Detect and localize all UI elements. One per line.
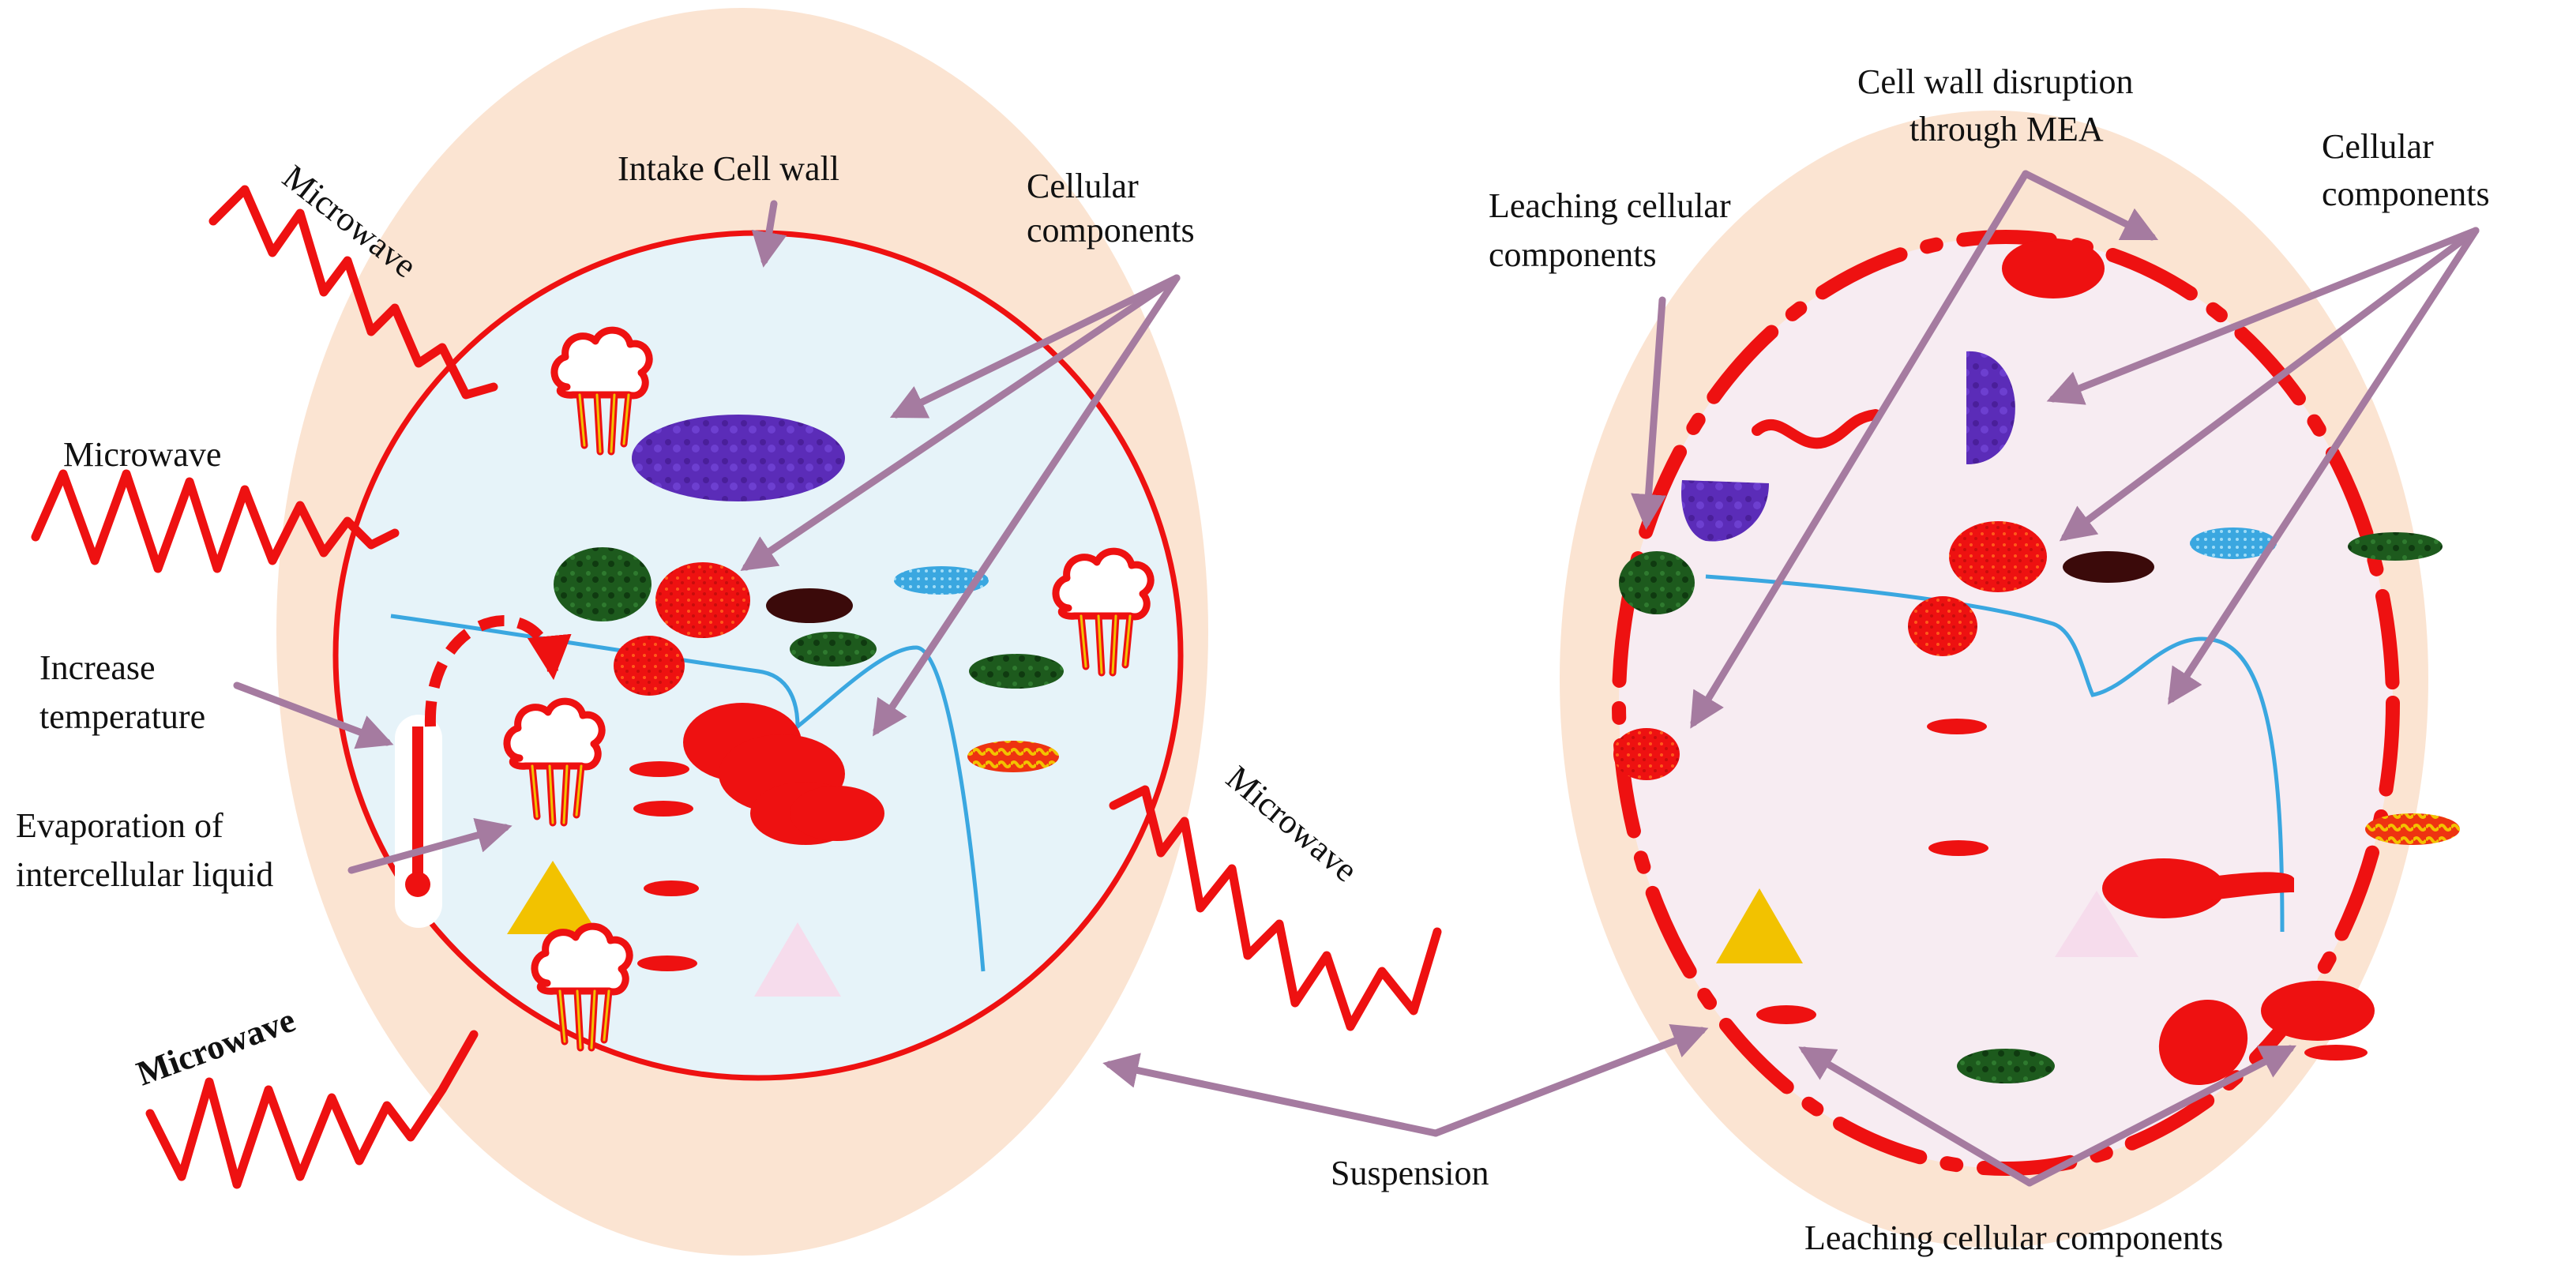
yellow-triangle <box>1716 888 1803 963</box>
leached-red-organelle <box>2158 999 2248 1086</box>
intact-cell <box>276 8 1208 1256</box>
label-intake-cell-wall: Intake Cell wall <box>618 149 839 188</box>
label-increase-temperature: Increase temperature <box>39 648 205 736</box>
arrow-wall-disruption <box>1690 170 2030 729</box>
leached-red-particle <box>1756 1005 1816 1024</box>
arrow-cellular-components <box>740 274 1181 572</box>
arrow-cellular-components <box>889 274 1181 419</box>
gold-organelle <box>2365 813 2460 845</box>
disrupted-cell-interior <box>1619 237 2393 1169</box>
annotation-arrows <box>233 170 2480 1187</box>
arrow-increase-temperature <box>233 681 394 749</box>
red-organelle <box>614 636 685 696</box>
label-evaporation: Evaporation of intercellular liquid <box>16 806 273 894</box>
red-particle <box>1928 840 1988 856</box>
chloroplast-organelle <box>2348 532 2443 561</box>
pink-triangle <box>754 922 841 997</box>
label-cellular-components-right: Cellular components <box>2322 127 2490 213</box>
red-particle <box>644 880 699 896</box>
yellow-triangle <box>507 861 599 934</box>
arrow-suspension-right <box>1432 1023 1709 1137</box>
heat-rise-arrow <box>424 615 572 727</box>
microwave-wave-icon <box>31 469 400 573</box>
thermometer-icon <box>395 715 442 928</box>
label-cellular-components-left: Cellular components <box>1027 167 1195 250</box>
red-particle <box>629 761 689 777</box>
arrow-cellular-components-right <box>2059 227 2480 542</box>
arrow-wall-disruption <box>2022 170 2159 241</box>
microwave-wave-icon <box>208 185 498 400</box>
arrow-cellular-components-right <box>2168 227 2480 705</box>
microwave-wave-icon <box>145 1030 479 1189</box>
microwave-wave-icon <box>1109 785 1442 1031</box>
cytoskeleton-line <box>1705 574 2285 933</box>
arrow-intake-cell-wall <box>751 200 787 268</box>
chloroplast-organelle <box>1619 551 1695 614</box>
red-organelle <box>1613 728 1680 780</box>
label-microwave-left: Microwave <box>63 435 221 474</box>
red-particle <box>1927 719 1987 734</box>
label-leaching-bottom: Leaching cellular components <box>1804 1218 2223 1257</box>
chloroplast-organelle <box>969 654 1064 689</box>
leached-red-particle <box>2304 1045 2368 1061</box>
label-leaching-top: Leaching cellular components <box>1489 186 1740 274</box>
arrow-suspension-left <box>1102 1053 1440 1137</box>
red-blob-cluster <box>683 703 884 845</box>
leaking-droplet <box>2102 858 2294 918</box>
red-organelle <box>2002 238 2105 298</box>
leached-chloroplast <box>1957 1049 2055 1083</box>
label-microwave-center: Microwave <box>1219 758 1365 889</box>
gold-organelle <box>967 741 1059 772</box>
arrow-cellular-components-right <box>2046 227 2480 405</box>
chloroplast-organelle <box>554 547 652 621</box>
dark-organelle <box>766 588 853 623</box>
red-organelle <box>655 562 750 638</box>
vacuole-organelle <box>894 566 989 595</box>
vacuole-organelle <box>2190 527 2277 559</box>
label-microwave-bottom-left: Microwave <box>132 1001 300 1094</box>
label-cell-wall-disruption: Cell wall disruption through MEA <box>1857 62 2142 148</box>
red-organelle <box>1949 521 2047 592</box>
nucleus-fragment <box>1681 480 1769 542</box>
red-particle <box>637 955 697 971</box>
arrow-leaching-bottom <box>1798 1046 2033 1187</box>
nucleus-fragment <box>1966 351 2015 465</box>
dark-organelle <box>2063 551 2154 583</box>
arrow-evaporation <box>347 817 513 874</box>
red-organelle <box>1908 596 1977 656</box>
pink-triangle <box>2055 891 2139 957</box>
arrow-leaching-bottom <box>2026 1045 2297 1187</box>
leached-red-organelle <box>2261 981 2375 1041</box>
wall-fragment <box>1752 409 1881 449</box>
arrow-leaching-top <box>1631 296 1666 530</box>
chloroplast-organelle <box>790 632 877 666</box>
nucleus-organelle <box>632 415 845 501</box>
disrupted-cell <box>1560 111 2460 1248</box>
cytoskeleton-line <box>390 614 986 972</box>
red-particle <box>633 801 693 817</box>
label-suspension: Suspension <box>1331 1154 1489 1192</box>
arrow-cellular-components <box>873 274 1181 737</box>
